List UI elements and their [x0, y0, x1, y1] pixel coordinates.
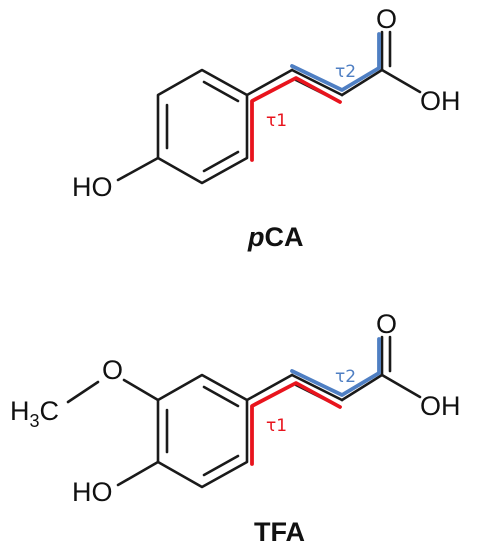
- tfa-molecule: O OH HO O H3C τ2 τ1 TFA: [10, 309, 461, 547]
- pca-ring-inner-bond-1: [202, 80, 240, 103]
- pca-molecule: O OH HO τ2 τ1 pCA: [72, 4, 461, 252]
- pca-vinyl-to-carboxyl-bond: [340, 68, 384, 97]
- pca-tau2-label: τ2: [335, 62, 356, 82]
- tfa-vinyl-to-carboxyl-bond: [340, 373, 384, 402]
- tfa-hydroxyl-bond: [380, 373, 422, 399]
- pca-ring-to-vinyl-bond: [245, 68, 294, 97]
- tfa-carbonyl-oxygen-label: O: [376, 309, 397, 339]
- tfa-methoxy-oxygen-label: O: [102, 355, 123, 385]
- tfa-tau1-highlight: [250, 381, 342, 466]
- tfa-phenol-label: HO: [72, 477, 113, 507]
- tfa-acid-hydroxyl-label: OH: [420, 391, 461, 421]
- tfa-methyl-subscript: 3: [30, 411, 40, 431]
- pca-tau2-highlight: [290, 32, 381, 92]
- tfa-phenol-bond: [116, 460, 160, 487]
- tfa-benzene-ring: [156, 373, 249, 489]
- tfa-methoxy-c-bond: [66, 380, 100, 404]
- pca-acid-hydroxyl-label: OH: [420, 86, 461, 116]
- tfa-ring-inner-bond-1: [202, 385, 240, 408]
- tfa-vinyl-double-bond-a: [290, 373, 344, 402]
- pca-tau1-label: τ1: [266, 111, 287, 131]
- pca-molecule-name: pCA: [247, 222, 304, 252]
- tfa-molecule-name: TFA: [254, 517, 305, 547]
- tfa-tau1-label: τ1: [266, 416, 287, 436]
- pca-phenol-bond: [116, 156, 160, 182]
- pca-ring-inner-bond-2: [202, 150, 240, 173]
- pca-phenol-label: HO: [72, 172, 113, 202]
- pca-benzene-ring: [156, 68, 249, 185]
- pca-name-main: CA: [265, 222, 304, 252]
- tfa-ring-to-vinyl-bond: [245, 373, 294, 402]
- tfa-tau2-label: τ2: [335, 367, 356, 387]
- tfa-methoxy-o-bond: [122, 378, 160, 402]
- tfa-ring-inner-bond-2: [202, 454, 240, 477]
- tfa-methyl-h: H: [10, 396, 30, 426]
- pca-hydroxyl-bond: [380, 68, 422, 94]
- pca-carbonyl-oxygen-label: O: [376, 4, 397, 34]
- tfa-methyl-group-label: H3C: [10, 396, 59, 431]
- pca-tau1-highlight: [250, 76, 342, 162]
- pca-vinyl-double-bond-a: [290, 68, 344, 97]
- tfa-methyl-c: C: [40, 396, 60, 426]
- pca-name-italic-prefix: p: [247, 222, 265, 252]
- tfa-tau2-highlight: [290, 337, 381, 397]
